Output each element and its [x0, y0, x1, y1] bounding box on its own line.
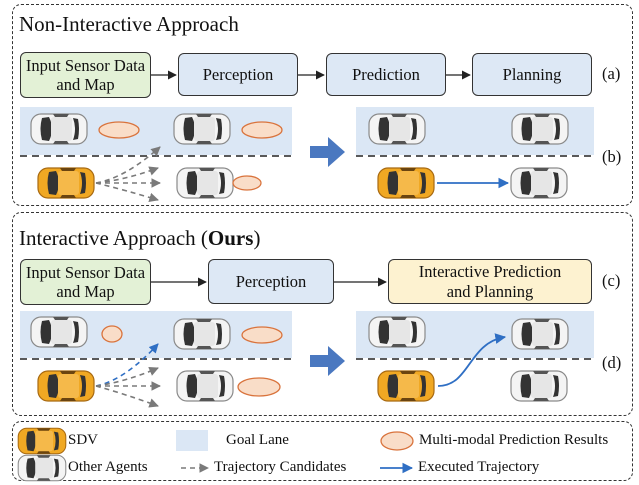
legend-other-agent-icon [17, 454, 67, 482]
label-a: (a) [602, 64, 621, 83]
sdv-car-icon [37, 370, 95, 402]
sdv-car-icon [377, 370, 435, 402]
legend-multimodal-label: Multi-modal Prediction Results [419, 432, 609, 448]
legend-executed-label: Executed Trajectory [418, 459, 540, 475]
label-c: (c) [602, 271, 621, 290]
non-interactive-title: Non-Interactive Approach [19, 12, 239, 36]
other-agent-car-icon [511, 113, 569, 145]
perception-box-a-label: Perception [202, 64, 274, 84]
prediction-box-a: Prediction [326, 53, 446, 96]
input-box-c-label: Input Sensor Data and Map [25, 262, 146, 301]
trajectory-candidates-d [95, 343, 161, 408]
interactive-title-bold: Ours [207, 226, 254, 250]
trajectory-candidates-b [95, 146, 161, 203]
legend-sdv-icon [17, 427, 67, 455]
interactive-panel [12, 212, 633, 416]
legend-other-agents-label: Other Agents [68, 459, 148, 475]
big-arrow-b [310, 137, 345, 167]
perception-box-a: Perception [178, 53, 298, 96]
prediction-ellipse [241, 121, 283, 139]
other-agent-car-icon [30, 316, 88, 348]
other-agent-car-icon [173, 318, 231, 350]
legend-panel [12, 421, 633, 481]
legend-sdv-label: SDV [68, 432, 99, 448]
other-agent-car-icon [176, 370, 234, 402]
other-agent-car-icon [368, 316, 426, 348]
planning-box-a: Planning [472, 53, 592, 96]
other-agent-car-icon [510, 370, 568, 402]
other-agent-car-icon [30, 113, 88, 145]
legend-multimodal-ellipse [380, 431, 414, 451]
planning-box-a-label: Planning [502, 64, 562, 84]
prediction-ellipse [237, 377, 281, 397]
other-agent-car-icon [368, 113, 426, 145]
prediction-ellipse [232, 175, 262, 191]
label-b: (b) [602, 147, 622, 166]
perception-box-c-label: Perception [235, 271, 307, 291]
input-box-a: Input Sensor Data and Map [20, 52, 151, 98]
legend-candidates-label: Trajectory Candidates [214, 459, 347, 475]
other-agent-car-icon [511, 318, 569, 350]
other-agent-car-icon [510, 167, 568, 199]
input-box-c: Input Sensor Data and Map [20, 259, 151, 305]
big-arrow-d [310, 346, 345, 376]
interactive-title-prefix: Interactive Approach ( [19, 226, 208, 250]
sdv-car-icon [37, 167, 95, 199]
prediction-ellipse [101, 325, 123, 343]
prediction-ellipse [241, 326, 283, 344]
prediction-ellipse [98, 121, 140, 139]
other-agent-car-icon [173, 113, 231, 145]
input-box-a-label: Input Sensor Data and Map [25, 55, 146, 94]
pred-plan-box-c-label: Interactive Prediction and Planning [418, 262, 562, 301]
sdv-car-icon [377, 167, 435, 199]
prediction-box-a-label: Prediction [352, 64, 420, 84]
interactive-title: Interactive Approach (Ours) [19, 228, 260, 249]
pred-plan-box-c: Interactive Prediction and Planning [388, 259, 592, 304]
label-d: (d) [602, 353, 622, 372]
other-agent-car-icon [176, 167, 234, 199]
perception-box-c: Perception [208, 259, 334, 304]
interactive-title-suffix: ) [253, 226, 261, 250]
legend-goal-lane-label: Goal Lane [226, 432, 289, 448]
executed-trajectory-d [437, 333, 507, 387]
non-interactive-panel [12, 4, 633, 206]
legend-goal-lane-swatch [176, 430, 208, 451]
